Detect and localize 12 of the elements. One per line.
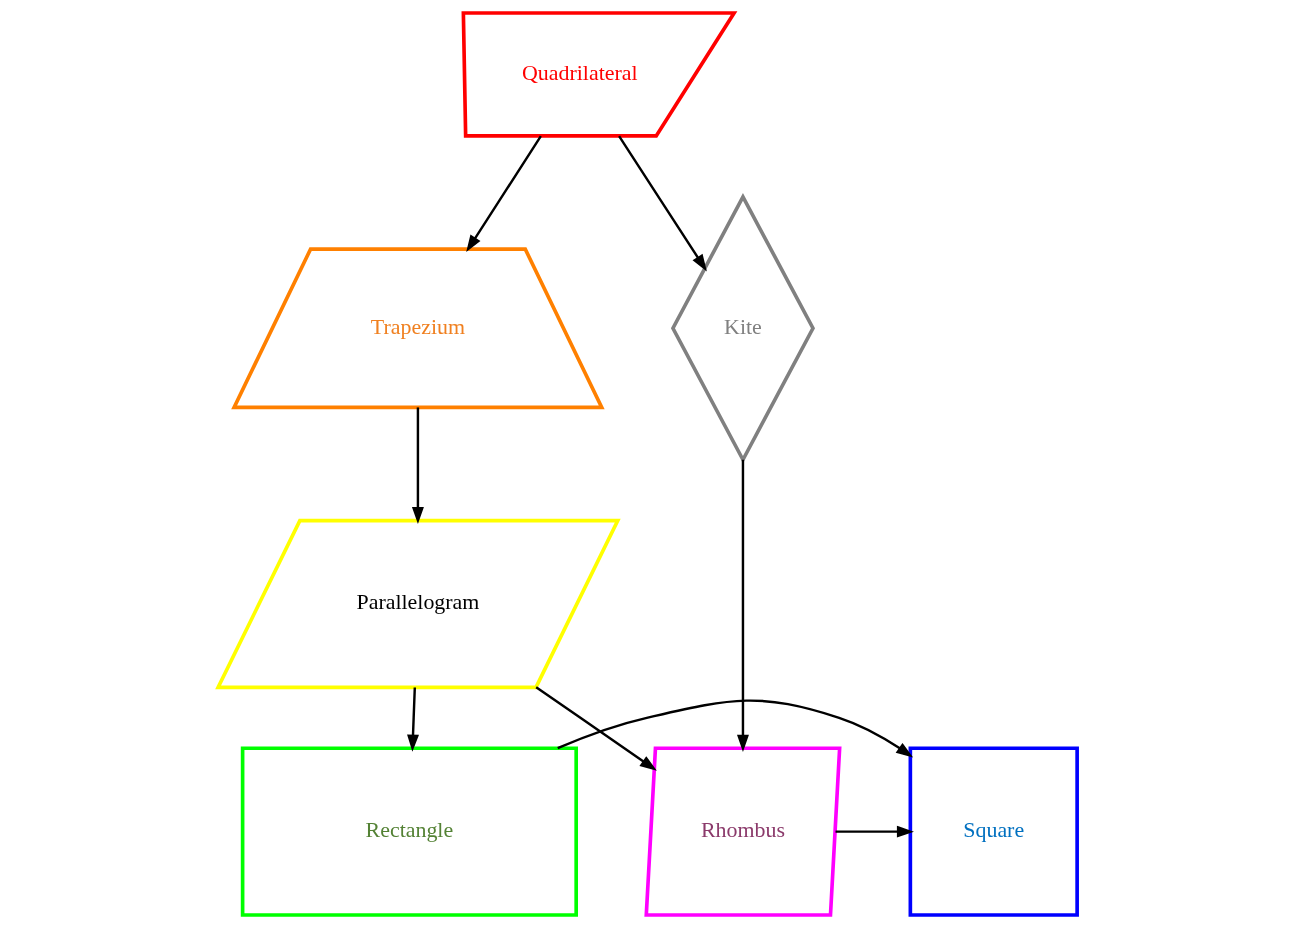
arrow xyxy=(535,686,657,771)
arrow xyxy=(737,459,749,752)
arrow xyxy=(466,135,542,253)
node-box: Rhombus xyxy=(644,746,842,917)
node-box: Rectangle xyxy=(240,746,578,917)
arrow xyxy=(835,825,914,838)
arrow xyxy=(618,135,707,272)
arrow xyxy=(407,687,419,752)
arrow xyxy=(411,407,424,525)
arrow xyxy=(557,699,914,758)
node-diamond: Kite xyxy=(670,192,816,464)
node-box: Square xyxy=(908,746,1079,917)
